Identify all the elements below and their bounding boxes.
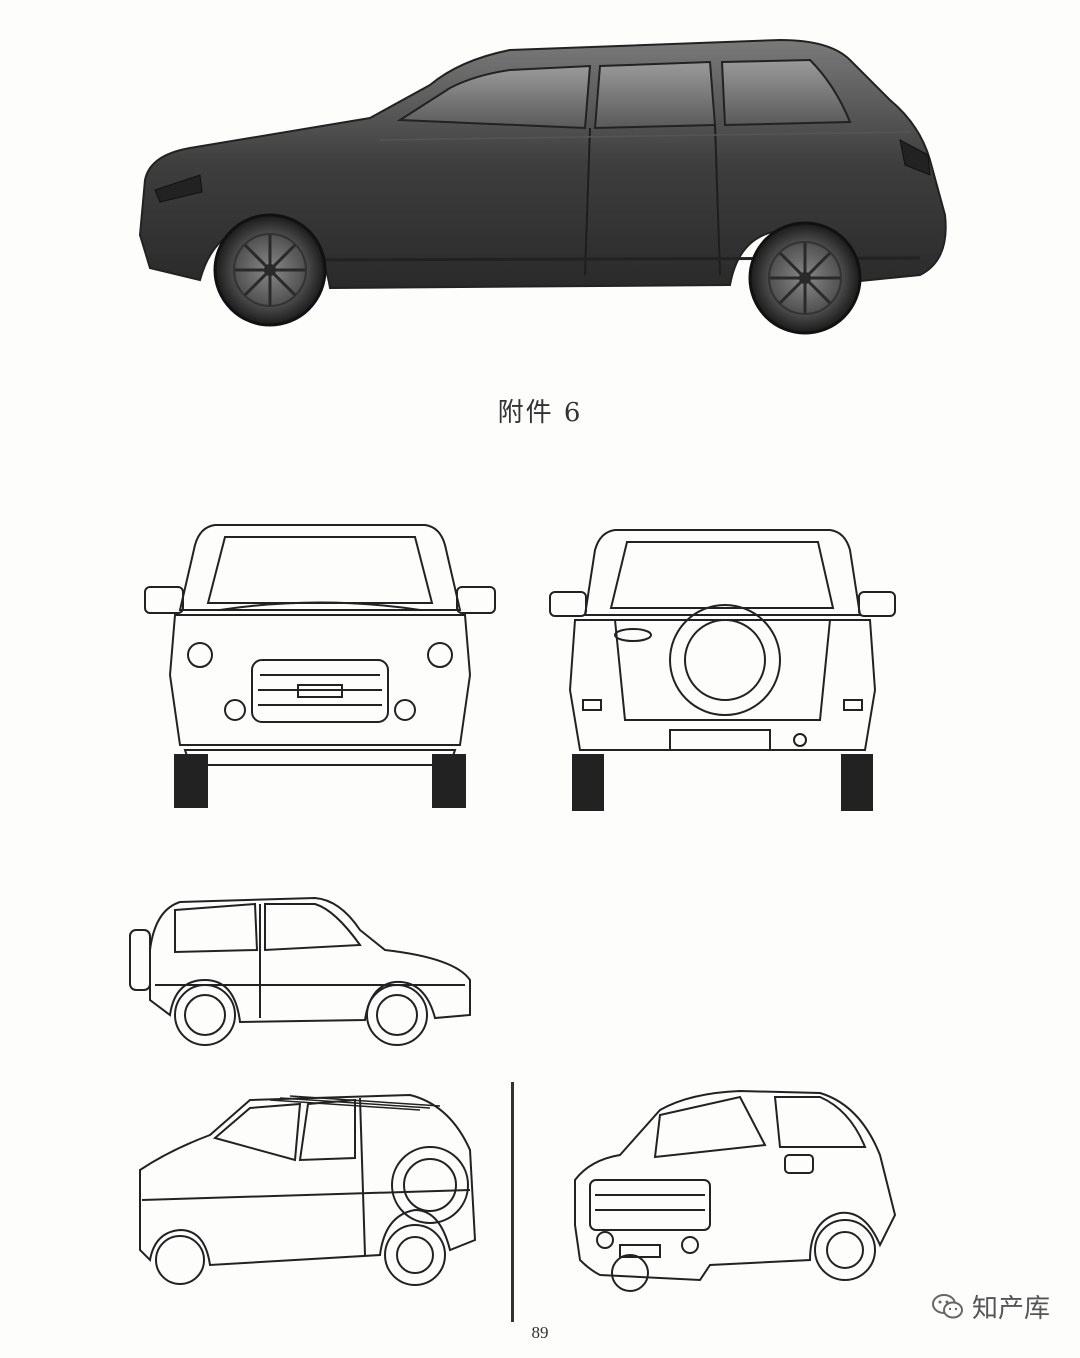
- page-number: 89: [531, 1323, 549, 1342]
- front-view-drawing: [140, 515, 500, 810]
- rear-view-drawing: [545, 520, 900, 815]
- rear-perspective-drawing: [130, 1090, 490, 1300]
- watermark-text: 知产库: [971, 1294, 1050, 1324]
- front-perspective-drawing: [560, 1085, 905, 1295]
- wechat-icon: [931, 1293, 963, 1318]
- watermark: 知产库: [931, 1288, 1050, 1325]
- suv-side-photo: [130, 30, 960, 340]
- side-view-drawing: [125, 890, 480, 1050]
- figure-divider: [511, 1082, 514, 1322]
- attachment-caption: 附件 6: [497, 398, 583, 428]
